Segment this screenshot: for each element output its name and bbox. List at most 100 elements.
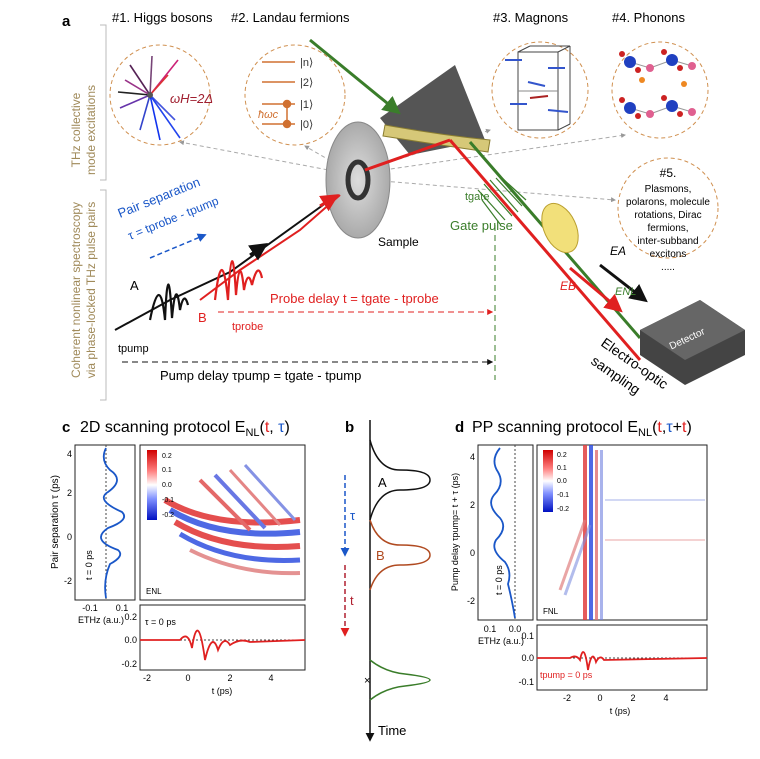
magnon-lattice-icon: [505, 45, 571, 131]
d-left-trace: [490, 447, 516, 619]
t-probe-label: tprobe: [232, 321, 263, 333]
mode5-text: #5. Plasmons, polarons, molecule rotatio…: [626, 166, 710, 273]
svg-text:0.2: 0.2: [557, 452, 567, 459]
pulse-a-wave: [148, 283, 190, 321]
landau-level-1: |1⟩: [300, 99, 313, 111]
gate-pulse-label: Gate pulse: [450, 218, 513, 233]
svg-text:0: 0: [470, 548, 475, 558]
parabolic-mirror: [380, 65, 491, 155]
probe-delay-label: Probe delay t = tgate - tprobe: [270, 291, 439, 306]
d-left-ylabel: Pump delay τpump= t + τ (ps): [450, 473, 460, 591]
beam-arrow-black: [248, 243, 268, 261]
d-bottom-xticks: -2 0 2 4: [563, 693, 669, 703]
d-bottom-trace: [537, 651, 708, 671]
bracket-bottom: [100, 189, 107, 401]
c-left-xlabel: ETHz (a.u.): [78, 615, 124, 625]
mode-2-title: #2. Landau fermions: [231, 10, 350, 25]
t-pump-label: tpump: [118, 343, 149, 355]
pump-delay-label: Pump delay τpump = tgate - tpump: [160, 368, 361, 383]
svg-text:4: 4: [268, 673, 273, 683]
landau-level-n: |n⟩: [300, 57, 313, 69]
beam-a: [114, 199, 331, 331]
svg-text:-2: -2: [467, 596, 475, 606]
svg-text:0.2: 0.2: [162, 453, 172, 460]
svg-text:Coherent nonlinear spectroscop: Coherent nonlinear spectroscopy: [69, 202, 83, 378]
svg-text:4: 4: [67, 449, 72, 459]
c-bottom-xticks: -2 0 2 4: [143, 673, 274, 683]
svg-text:excitons: excitons: [650, 249, 687, 260]
eb-arrow: [569, 266, 623, 313]
mode5-circle: [617, 157, 719, 259]
higgs-annotation: ωH=2Δ: [170, 91, 213, 106]
c-bottom-frame: [139, 604, 306, 671]
svg-text:rotations, Dirac: rotations, Dirac: [634, 210, 701, 221]
d-map-label: FNL: [543, 607, 559, 616]
svg-text:-0.1: -0.1: [162, 497, 174, 504]
svg-text:0.1: 0.1: [162, 467, 172, 474]
d-left-xticks: 0.1 0.0: [484, 624, 522, 634]
svg-text:.....: .....: [661, 262, 675, 273]
svg-text:0.1: 0.1: [484, 624, 497, 634]
svg-text:0.1: 0.1: [116, 603, 129, 613]
phonon-lattice-icon: [619, 49, 696, 119]
c-colorbar: [147, 450, 157, 520]
b-label-b: B: [376, 548, 385, 563]
b-cross: ×: [364, 675, 370, 687]
gate-pulse-icon: [477, 177, 527, 225]
pulse-b-wave: [213, 260, 264, 301]
c-map-stripes: [163, 463, 301, 576]
svg-text:0.2: 0.2: [124, 612, 137, 622]
phonon-circle: [611, 41, 709, 139]
svg-text:-0.2: -0.2: [162, 512, 174, 519]
svg-text:0.0: 0.0: [162, 482, 172, 489]
d-map-stripes: [558, 445, 705, 620]
beam-b: [199, 194, 341, 301]
svg-text:4: 4: [663, 693, 668, 703]
d-colorbar: [543, 450, 553, 512]
c-bottom-xlabel: t (ps): [212, 686, 233, 696]
d-bottom-yticks: 0.1 0.0 -0.1: [518, 631, 534, 687]
svg-text:0.0: 0.0: [521, 653, 534, 663]
svg-text:polarons, molecule: polarons, molecule: [626, 197, 710, 208]
sample-label: Sample: [378, 235, 419, 249]
landau-circle: [244, 44, 346, 146]
panel-b-letter: b: [345, 419, 354, 436]
svg-text:#5.: #5.: [660, 166, 677, 180]
svg-text:mode excitations: mode excitations: [84, 85, 98, 175]
c-bottom-yticks: 0.2 0.0 -0.2: [121, 612, 137, 669]
d-left-frame: [477, 444, 534, 621]
svg-text:-2: -2: [143, 673, 151, 683]
c-left-xticks: -0.1 0.1: [82, 603, 128, 613]
mode-4-title: #4. Phonons: [612, 10, 686, 25]
gate-beam-in: [309, 38, 401, 115]
d-tpump0-label: tpump = 0 ps: [540, 670, 593, 680]
panel-a-letter: a: [62, 13, 71, 30]
side-label-collective: THz collective mode excitations: [69, 85, 98, 175]
b-label-a: A: [378, 475, 387, 490]
d-left-xlabel: ETHz (a.u.): [478, 636, 524, 646]
svg-text:0: 0: [67, 532, 72, 542]
svg-text:-2: -2: [563, 693, 571, 703]
higgs-arrows-icon: [117, 55, 181, 141]
pulse-a-label: A: [130, 278, 139, 293]
beam-to-mirror: [364, 138, 451, 172]
reflected-beam: [448, 139, 642, 361]
svg-text:inter-subband: inter-subband: [637, 236, 698, 247]
c-map-label: ENL: [146, 587, 162, 596]
higgs-circle: [109, 44, 211, 146]
landau-hw: ħωc: [258, 109, 279, 121]
svg-text:0.1: 0.1: [557, 465, 567, 472]
landau-level-2: |2⟩: [300, 77, 313, 89]
d-t0-label: t = 0 ps: [494, 565, 504, 595]
svg-text:2: 2: [630, 693, 635, 703]
svg-text:0: 0: [185, 673, 190, 683]
svg-text:0.0: 0.0: [124, 635, 137, 645]
b-pulse-a: [369, 439, 431, 521]
detector: Detector: [640, 300, 745, 385]
bracket-top: [100, 24, 107, 181]
svg-text:fermions,: fermions,: [647, 223, 688, 234]
svg-text:Plasmons,: Plasmons,: [645, 184, 692, 195]
svg-text:0.1: 0.1: [521, 631, 534, 641]
pulse-b-label: B: [198, 310, 207, 325]
